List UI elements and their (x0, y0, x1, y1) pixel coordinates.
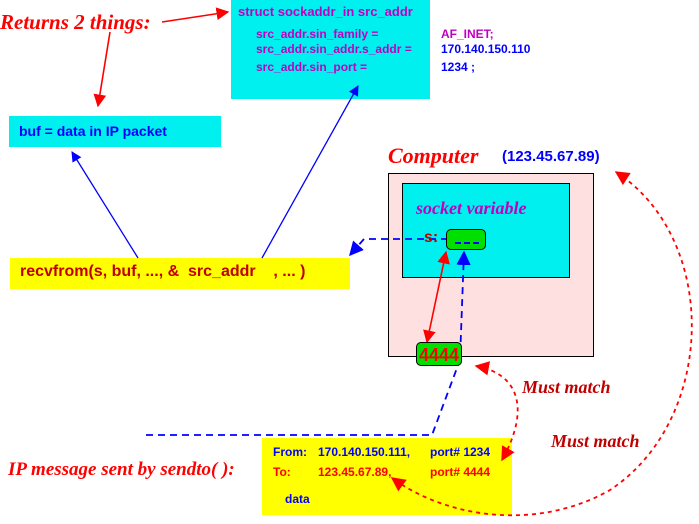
ip-message-label: IP message sent by sendto( ): (8, 459, 235, 480)
recvfrom-call: recvfrom(s, buf, ..., & src_addr , ... ) (20, 263, 306, 280)
message-from-label: From: (273, 445, 307, 459)
recv-to-buf-arrow (71, 151, 139, 259)
struct-row-addr-field: src_addr.sin_addr.s_addr = (256, 42, 412, 56)
must-match-label-2: Must match (551, 431, 640, 451)
recv-to-struct-arrow (261, 85, 359, 259)
socket-variable-label: socket variable (416, 198, 527, 218)
recv-box (10, 258, 350, 289)
struct-row-port-field: src_addr.sin_port = (256, 60, 368, 74)
returns-label: Returns 2 things: (0, 10, 151, 34)
struct-box (231, 0, 430, 99)
message-from-port: port# 1234 (430, 445, 491, 459)
struct-row-family-field: src_addr.sin_family = (256, 27, 379, 41)
returns-arrow-to-struct (161, 7, 230, 23)
message-to-label: To: (273, 465, 291, 479)
struct-row-addr-value: 170.140.150.110 (441, 42, 531, 56)
struct-title: struct sockaddr_in src_addr (238, 4, 413, 19)
socket-s-label: s: (424, 229, 439, 246)
port-box: 4444 (416, 342, 462, 366)
socket-handle-dots (455, 230, 479, 244)
socket-port-link (423, 250, 450, 344)
computer-ip: (123.45.67.89) (502, 148, 600, 165)
must-match-label-1: Must match (522, 377, 611, 397)
computer-label: Computer (388, 143, 479, 168)
returns-arrow-to-buf (93, 31, 111, 108)
struct-row-port-value: 1234 ; (441, 60, 476, 74)
struct-row-family-value: AF_INET; (441, 27, 494, 41)
buf-label: buf = data in IP packet (19, 123, 167, 139)
socket-handle (446, 229, 486, 250)
message-to-ip: 123.45.67.89, (318, 465, 392, 479)
buf-box (9, 116, 221, 147)
message-from-ip: 170.140.150.111, (318, 445, 411, 459)
message-data: data (285, 492, 310, 506)
message-to-port: port# 4444 (430, 465, 491, 479)
